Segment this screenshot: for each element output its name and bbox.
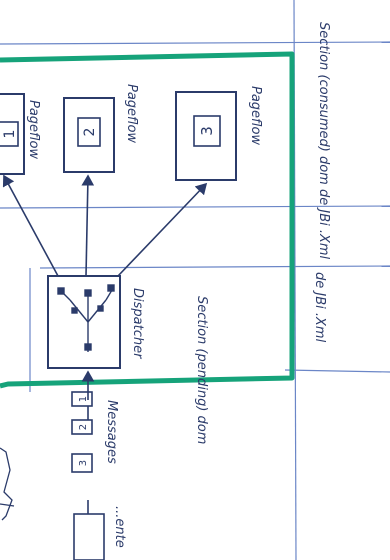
pageflow-box-1: 1 — [0, 93, 25, 175]
message-stack — [71, 391, 93, 473]
pageflow-label-2: Pageflow — [124, 84, 139, 143]
green-highlight-box — [0, 51, 295, 389]
box-3-number: 3 — [198, 126, 216, 136]
message-number-1: 1 — [78, 396, 89, 402]
bottom-left-doodle — [0, 447, 15, 521]
messages-label: Messages — [104, 400, 119, 464]
pageflow-box-3: 3 — [175, 91, 237, 181]
bottom-component — [73, 500, 105, 560]
pageflow-label-1: Pageflow — [26, 100, 41, 159]
message-number-3: 3 — [78, 460, 89, 466]
box-1-number: 1 — [2, 130, 18, 139]
dispatcher-label: Dispatcher — [130, 288, 145, 360]
pageflow-box-2: 2 — [63, 97, 115, 173]
message-number-2: 2 — [78, 424, 89, 430]
dejbi-label: de JBi .Xml — [312, 272, 327, 343]
bottom-partial-label: ...ente — [112, 506, 127, 548]
dispatcher-box — [47, 275, 121, 369]
section-pending-label: Section (pending) dom — [194, 296, 209, 444]
flow-arrows — [2, 174, 208, 400]
box-2-number: 2 — [82, 128, 98, 137]
section-consumed-label: Section (consumed) dom de JBi .Xml — [316, 22, 331, 260]
pageflow-label-3: Pageflow — [248, 86, 263, 145]
